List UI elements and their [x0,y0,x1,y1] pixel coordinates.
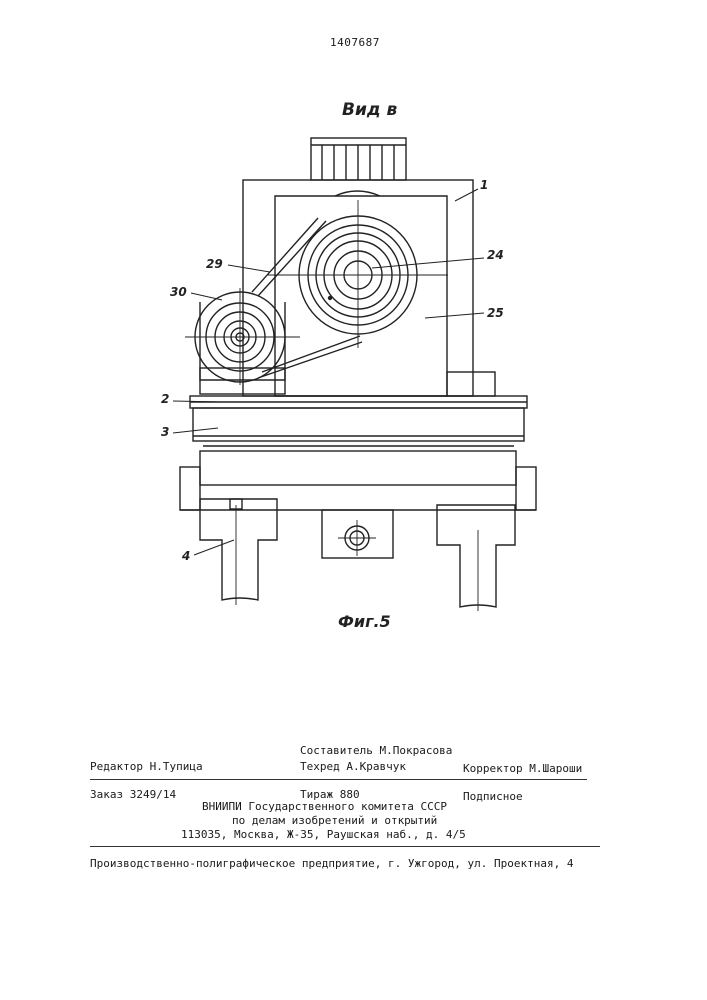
printer: Производственно-полиграфическое предприя… [90,857,573,870]
housing-25 [275,191,495,396]
belt-29 [252,218,362,378]
callout-24: 24 [487,248,504,262]
callout-4: 4 [182,549,190,563]
support-right [437,505,515,611]
imprint-divider-top [90,779,587,780]
subscription: Подписное [463,790,523,803]
callout-1: 1 [480,178,488,192]
callout-30: 30 [170,285,187,299]
order: Заказ 3249/14 [90,788,176,801]
techred: Техред А.Кравчук [300,760,406,773]
plate-2 [190,396,527,408]
corrector: Корректор М.Шароши [463,762,582,775]
callout-2: 2 [161,392,169,406]
leader-lines [173,189,484,555]
imprint-divider-bottom [90,846,600,847]
callout-25: 25 [487,306,504,320]
compiler: Составитель М.Покрасова [300,744,452,757]
figure-label: Фиг.5 [338,612,391,631]
plate-3 [193,408,524,446]
address: 113035, Москва, Ж-35, Раушская наб., д. … [181,828,466,841]
editor: Редактор Н.Тупица [90,760,203,773]
callout-29: 29 [206,257,223,271]
callout-3: 3 [161,425,169,439]
top-cooling-fins [311,138,406,180]
support-4-left [200,499,277,605]
org-line-2: по делам изобретений и открытий [232,814,437,827]
org-line-1: ВНИИПИ Государственного комитета СССР [202,800,447,813]
